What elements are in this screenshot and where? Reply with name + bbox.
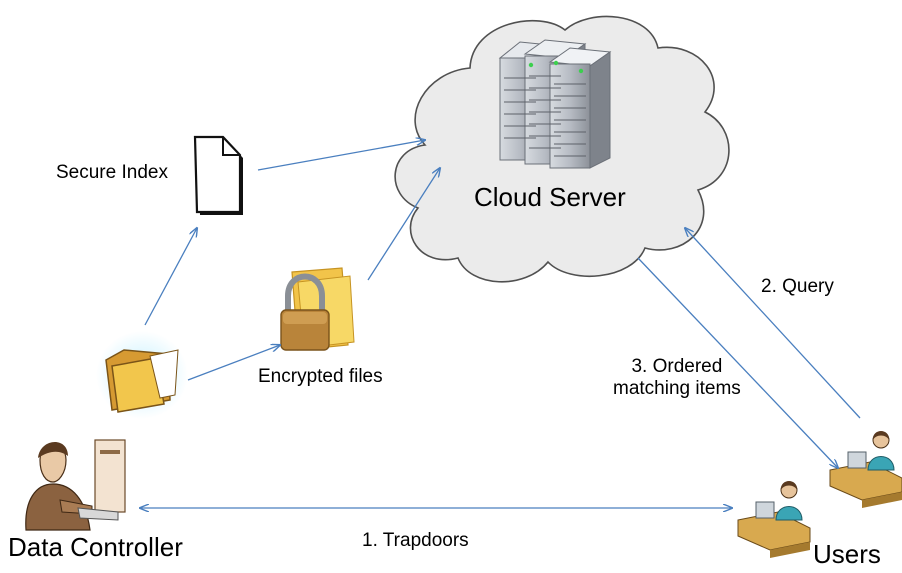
folder-icon [96,331,188,419]
server-rack-icon [498,39,612,169]
ordered-matching-items-label: 3. Ordered matching items [613,356,741,399]
cloud-server-label: Cloud Server [474,182,626,212]
secure-index-label: Secure Index [56,162,168,183]
user-at-desk-icon [737,431,902,558]
query-label: 2. Query [761,276,834,297]
encrypted-files-label: Encrypted files [258,366,383,387]
data-controller-label: Data Controller [8,532,183,562]
arrow-folder-to-index [144,228,197,326]
document-icon [193,135,243,215]
arrow-folder-to-files [187,345,280,381]
users-label: Users [813,539,881,569]
arrow-users-to-cloud [685,228,861,419]
arrow-index-to-cloud [257,140,425,171]
locked-folder-icon [280,267,355,351]
trapdoors-label: 1. Trapdoors [362,530,469,551]
arrow-cloud-to-users [637,257,838,468]
person-at-computer-icon [25,439,126,531]
arrow-files-to-cloud [367,168,440,281]
